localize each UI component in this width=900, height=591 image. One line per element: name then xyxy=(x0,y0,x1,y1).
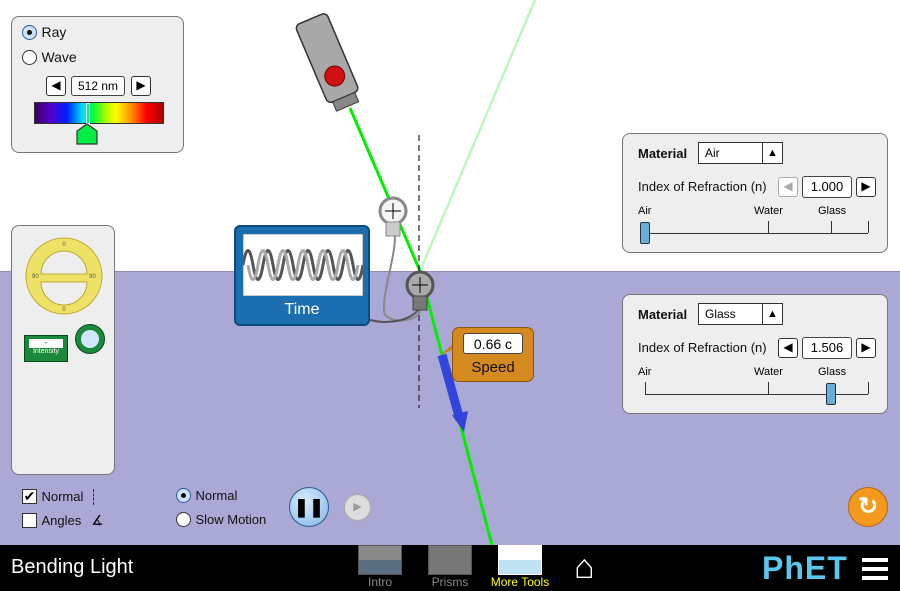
speed-arrow-icon xyxy=(437,353,468,432)
nav-intro-label: Intro xyxy=(367,575,392,589)
material-label: Material xyxy=(638,307,688,322)
top-index-value: 1.000 xyxy=(802,176,852,198)
nav-more-tools-label: More Tools xyxy=(490,575,550,589)
radio-slow-motion[interactable]: Slow Motion xyxy=(176,511,266,529)
index-label: Index of Refraction (n) xyxy=(638,179,767,194)
toolbox-panel: 0 90 90 0 - Intensity xyxy=(11,225,115,475)
wavelength-marker xyxy=(86,103,90,124)
speed-label: Speed xyxy=(471,359,515,376)
top-index-slider[interactable] xyxy=(645,233,868,234)
wavelength-value: 512 nm xyxy=(71,76,125,96)
bottom-index-value: 1.506 xyxy=(802,337,852,359)
top-material-select[interactable]: Air ▲ xyxy=(698,142,783,164)
speed-sensor[interactable]: 0.66 c Speed xyxy=(452,327,534,382)
bottom-material-select[interactable]: Glass ▲ xyxy=(698,303,783,325)
scale-water: Water xyxy=(754,205,783,217)
angles-checkbox-label: Angles xyxy=(41,513,82,528)
dropdown-arrow-icon: ▲ xyxy=(762,304,782,324)
time-probe-dark-icon xyxy=(405,270,435,311)
scale-glass: Glass xyxy=(818,205,847,217)
intro-thumbnail-icon xyxy=(358,545,402,575)
app-title: Bending Light xyxy=(11,556,134,578)
normal-checkbox-label: Normal xyxy=(41,489,84,504)
intensity-value: - xyxy=(29,339,63,348)
bottom-index-decrease-button[interactable]: ◀ xyxy=(778,338,798,358)
material-label: Material xyxy=(638,146,688,161)
home-button[interactable]: ⌂ xyxy=(574,548,595,586)
bottom-material-value: Glass xyxy=(705,307,736,321)
top-medium-panel: Material Air▲ Index of Refraction (n) ◀ … xyxy=(622,133,888,253)
light-panel: Ray Wave ◀ 512 nm ▶ xyxy=(11,16,184,153)
radio-normal-speed[interactable]: Normal xyxy=(176,487,237,505)
waveform-display xyxy=(243,234,363,296)
prisms-thumbnail-icon xyxy=(428,545,472,575)
scale-glass: Glass xyxy=(818,366,847,378)
radio-ray[interactable]: Ray xyxy=(22,24,66,42)
angle-icon: ∡ xyxy=(91,512,104,528)
speed-value: 0.66 c xyxy=(463,333,523,354)
svg-text:0: 0 xyxy=(62,307,66,313)
intensity-label: Intensity xyxy=(32,348,60,355)
reset-all-button[interactable]: ↻ xyxy=(848,487,888,527)
normal-checkbox[interactable]: ✔ Normal xyxy=(22,488,95,506)
ray-label: Ray xyxy=(41,24,67,40)
pause-button[interactable]: ❚❚ xyxy=(289,487,329,527)
radio-wave[interactable]: Wave xyxy=(22,49,77,67)
scene xyxy=(295,0,537,545)
wavelength-increase-button[interactable]: ▶ xyxy=(131,76,151,96)
navigation-bar: Bending Light Intro Prisms More Tools ⌂ … xyxy=(0,545,900,591)
intensity-meter-tool[interactable]: - Intensity xyxy=(24,335,68,362)
top-material-value: Air xyxy=(705,146,720,160)
nav-prisms-label: Prisms xyxy=(431,575,469,589)
top-slider-thumb[interactable] xyxy=(640,222,650,244)
laser-icon xyxy=(295,13,360,112)
svg-text:90: 90 xyxy=(89,274,96,280)
nav-more-tools[interactable]: More Tools xyxy=(490,545,550,589)
bottom-slider-thumb[interactable] xyxy=(826,383,836,405)
normal-speed-label: Normal xyxy=(195,488,238,503)
svg-text:0: 0 xyxy=(62,242,66,248)
nav-prisms[interactable]: Prisms xyxy=(425,545,475,589)
wavelength-thumb[interactable] xyxy=(75,123,99,147)
wavelength-spectrum-slider[interactable] xyxy=(34,102,164,124)
angles-checkbox[interactable]: Angles ∡ xyxy=(22,512,104,530)
normal-line-icon xyxy=(93,488,95,505)
time-probe-light-icon xyxy=(378,196,408,237)
incident-ray xyxy=(348,107,422,272)
slow-motion-label: Slow Motion xyxy=(195,512,267,527)
menu-button[interactable] xyxy=(862,558,888,580)
bottom-index-slider[interactable] xyxy=(645,394,868,395)
intensity-sensor-icon[interactable] xyxy=(75,324,105,354)
reflected-ray xyxy=(418,0,537,272)
nav-intro[interactable]: Intro xyxy=(355,545,405,589)
scale-water: Water xyxy=(754,366,783,378)
probe-wire xyxy=(383,235,421,322)
index-label: Index of Refraction (n) xyxy=(638,340,767,355)
more-tools-thumbnail-icon xyxy=(498,545,542,575)
phet-logo[interactable]: PhET xyxy=(762,550,848,586)
wave-label: Wave xyxy=(41,49,77,65)
bottom-medium-panel: Material Glass▲ Index of Refraction (n) … xyxy=(622,294,888,414)
step-button[interactable]: ▶ xyxy=(344,494,371,521)
time-sensor[interactable]: Time xyxy=(234,225,370,326)
scale-air: Air xyxy=(638,366,652,378)
protractor-tool[interactable]: 0 90 90 0 xyxy=(24,236,104,316)
dropdown-arrow-icon: ▲ xyxy=(762,143,782,163)
scale-air: Air xyxy=(638,205,652,217)
top-index-increase-button[interactable]: ▶ xyxy=(856,177,876,197)
bottom-index-increase-button[interactable]: ▶ xyxy=(856,338,876,358)
svg-text:90: 90 xyxy=(32,274,39,280)
time-sensor-label: Time xyxy=(284,301,320,318)
wavelength-decrease-button[interactable]: ◀ xyxy=(46,76,66,96)
top-index-decrease-button[interactable]: ◀ xyxy=(778,177,798,197)
